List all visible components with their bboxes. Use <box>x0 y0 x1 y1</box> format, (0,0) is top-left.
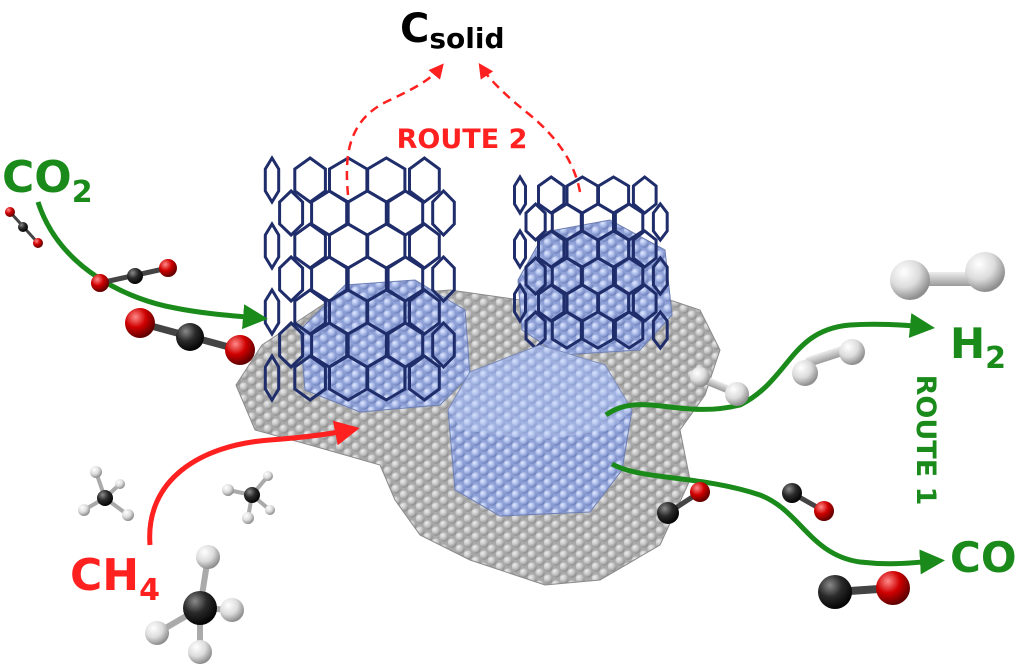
co-product-arrow <box>610 461 945 575</box>
h2-molecule-mid <box>792 339 865 386</box>
h2-molecule-large <box>890 252 1005 300</box>
ch4-molecule-2 <box>222 471 275 524</box>
carbon-hexagon <box>263 221 281 271</box>
carbon-hexagon <box>278 188 305 238</box>
carbon-hexagon <box>524 255 547 297</box>
metal-particle-center <box>447 344 633 517</box>
route2-dashed-arrow-right <box>478 63 582 193</box>
carbon-hexagon <box>513 228 527 270</box>
carbon-hexagon <box>408 288 441 336</box>
carbon-hexagon <box>631 283 658 323</box>
carbon-hexagon <box>431 254 456 304</box>
carbon-hexagon <box>278 320 305 370</box>
carbon-hexagon <box>631 229 658 269</box>
ch4-molecule-large <box>145 545 244 664</box>
carbon-hexagon <box>651 201 669 243</box>
co-molecule-small-1 <box>657 482 710 524</box>
carbon-hexagon <box>278 254 305 304</box>
carbon-hexagon <box>431 320 456 370</box>
carbon-hexagon <box>408 156 441 204</box>
ch4-molecule-1 <box>78 466 134 521</box>
co2-molecule-on-arrow <box>91 259 177 292</box>
c-solid-label: Csolid <box>400 6 505 55</box>
route2-dashed-arrow-left <box>345 63 444 196</box>
carbon-hexagon <box>366 354 407 402</box>
carbon-hexagon <box>263 155 281 205</box>
h2-product-arrow <box>604 313 935 418</box>
carbon-hexagon <box>263 287 281 337</box>
carbon-hexagon <box>524 201 547 243</box>
ch4-input-arrow <box>147 420 360 546</box>
h2-molecule-small <box>690 367 749 406</box>
carbon-hexagon <box>651 309 669 351</box>
carbon-nanotube-right <box>513 174 669 351</box>
carbon-hexagon <box>408 222 441 270</box>
carbon-hexagon <box>513 174 527 216</box>
carbon-hexagon <box>613 310 645 350</box>
co2-molecule-small <box>5 207 43 248</box>
carbon-hexagon <box>408 354 441 402</box>
carbon-hexagon <box>651 255 669 297</box>
carbon-hexagon <box>293 354 327 402</box>
carbon-hexagon <box>431 188 456 238</box>
route2-label: ROUTE 2 <box>397 124 528 155</box>
carbon-hexagon <box>580 310 615 350</box>
h2-label: H2 <box>950 319 1006 376</box>
route2-arrows <box>345 63 582 196</box>
carbon-nanotube-left <box>263 155 456 403</box>
route1-label: ROUTE 1 <box>910 375 941 506</box>
co-molecule-small-2 <box>782 483 834 521</box>
co2-label: CO2 <box>2 152 93 210</box>
ch4-label: CH4 <box>70 550 160 608</box>
co2-molecule-large <box>125 308 255 365</box>
co-molecule-large <box>818 571 910 609</box>
co2-input-arrow <box>35 201 268 330</box>
carbon-hexagon <box>513 282 527 324</box>
carbon-hexagon <box>263 353 281 403</box>
co-label: CO <box>950 533 1017 582</box>
route1-arrows <box>604 313 945 575</box>
carbon-hexagon <box>631 175 658 215</box>
